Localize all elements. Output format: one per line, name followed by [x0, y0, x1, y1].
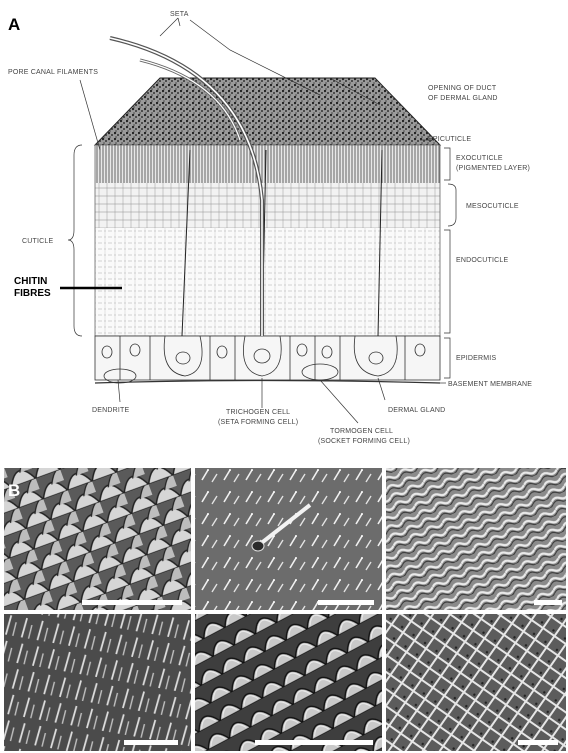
micrograph-hair-cluster — [4, 614, 191, 751]
panel-b-letter: B — [8, 481, 20, 500]
endocuticle-layer — [95, 228, 440, 336]
label-dendrite: DENDRITE — [92, 407, 130, 414]
label-trichogen-2: (SETA FORMING CELL) — [218, 419, 298, 426]
label-opening-duct-1: OPENING OF DUCT — [428, 85, 497, 92]
scale-bar — [518, 740, 558, 745]
micrograph-overlapping-scales — [4, 468, 191, 610]
label-opening-duct-2: OF DERMAL GLAND — [428, 95, 498, 102]
scale-bar — [318, 600, 374, 605]
label-chitin-2: FIBRES — [14, 288, 51, 299]
scale-bar — [82, 600, 182, 605]
panel-b: B — [0, 465, 568, 753]
scale-bar — [124, 740, 178, 745]
panel-a: A — [8, 11, 532, 445]
label-exocuticle-1: EXOCUTICLE — [456, 155, 503, 162]
scale-bar — [255, 740, 373, 745]
micrograph-reticulate-surface — [386, 614, 566, 751]
label-epidermis: EPIDERMIS — [456, 355, 496, 362]
label-chitin-1: CHITIN — [14, 276, 47, 287]
label-tormogen-2: (SOCKET FORMING CELL) — [318, 438, 410, 445]
label-tormogen-1: TORMOGEN CELL — [330, 428, 393, 435]
cuticle-surface — [95, 78, 440, 145]
micrograph-seta-with-spines — [195, 468, 382, 610]
basement-membrane — [95, 381, 440, 384]
panel-a-letter: A — [8, 15, 20, 34]
micrograph-scale-rows — [195, 614, 382, 751]
label-pore-canal: PORE CANAL FILAMENTS — [8, 69, 98, 76]
label-seta: SETA — [170, 11, 189, 18]
label-endocuticle: ENDOCUTICLE — [456, 257, 509, 264]
label-cuticle: CUTICLE — [22, 238, 53, 245]
mesocuticle-layer — [95, 183, 440, 228]
label-epicuticle: EPICUTICLE — [428, 136, 471, 143]
epidermis-layer — [95, 336, 440, 380]
exocuticle-layer — [95, 145, 440, 183]
label-dermal-gland: DERMAL GLAND — [388, 407, 445, 414]
label-trichogen-1: TRICHOGEN CELL — [226, 409, 290, 416]
label-mesocuticle: MESOCUTICLE — [466, 203, 519, 210]
label-exocuticle-2: (PIGMENTED LAYER) — [456, 165, 530, 172]
cuticle-block — [95, 38, 440, 383]
micrograph-wavy-ridges — [386, 468, 566, 610]
scale-bar — [534, 600, 562, 605]
label-basement: BASEMENT MEMBRANE — [448, 381, 532, 388]
